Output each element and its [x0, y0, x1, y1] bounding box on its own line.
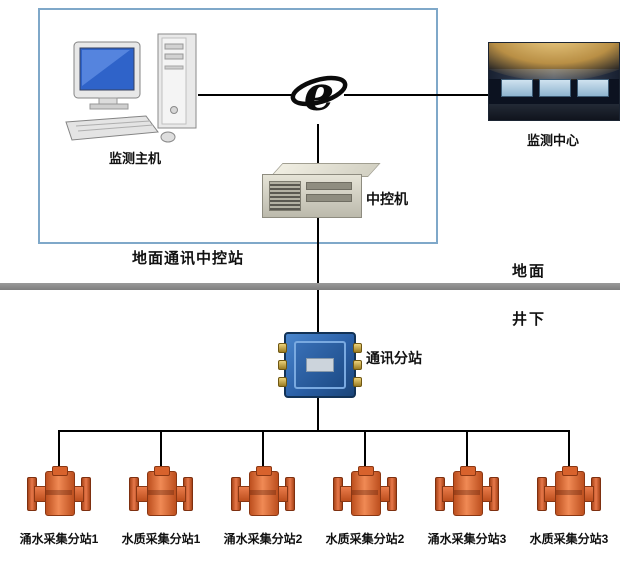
link-host-internet	[198, 94, 294, 96]
substation-label: 通讯分站	[366, 350, 422, 366]
monitor-screen	[539, 79, 571, 97]
link-internet-center	[344, 94, 490, 96]
device-label: 水质采集分站2	[325, 532, 405, 546]
device-column: 水质采集分站3	[518, 466, 620, 547]
monitoring-center-label: 监测中心	[526, 133, 579, 148]
device-column: 涌水采集分站2	[212, 466, 314, 547]
cable-gland	[278, 343, 287, 353]
server-drive-bay	[306, 182, 352, 190]
monitoring-host-label: 监测主机	[108, 151, 161, 166]
ground-station-caption: 地面通讯中控站	[131, 250, 244, 267]
server-drive-bay	[306, 194, 352, 202]
bus-drop	[58, 430, 60, 466]
device-column: 涌水采集分站1	[8, 466, 110, 547]
device-label: 涌水采集分站1	[19, 532, 99, 546]
collector-device-icon	[333, 466, 397, 518]
bus-drop	[262, 430, 264, 466]
bus-drop	[466, 430, 468, 466]
surface-label: 地面	[512, 263, 547, 280]
screen-wall-band	[489, 69, 619, 79]
surface-divider	[0, 283, 620, 290]
bus-drop	[160, 430, 162, 466]
junction-box-icon	[278, 332, 362, 398]
bus-drop	[364, 430, 366, 466]
monitor-screen	[501, 79, 533, 97]
cable-gland	[353, 360, 362, 370]
cable-gland	[353, 343, 362, 353]
underground-label: 井下	[512, 311, 547, 328]
bus-line	[58, 430, 570, 432]
cable-gland	[353, 377, 362, 387]
device-column: 水质采集分站1	[110, 466, 212, 547]
collector-device-icon	[129, 466, 193, 518]
ie-globe-icon: e	[290, 64, 348, 126]
console-desk	[489, 104, 619, 120]
junction-nameplate	[306, 358, 334, 372]
rack-server-icon	[262, 163, 381, 218]
ground-station-frame	[38, 8, 438, 244]
svg-text:e: e	[304, 66, 335, 122]
bus-drop	[568, 430, 570, 466]
desktop-computer-icon	[62, 30, 202, 150]
device-label: 水质采集分站1	[121, 532, 201, 546]
collector-device-icon	[27, 466, 91, 518]
ceiling-light-glow	[489, 43, 619, 81]
collector-device-icon	[231, 466, 295, 518]
link-server-junction	[317, 216, 319, 334]
server-vent	[269, 181, 301, 211]
device-label: 水质采集分站3	[529, 532, 609, 546]
cable-gland	[278, 377, 287, 387]
device-column: 水质采集分站2	[314, 466, 416, 547]
link-junction-bus	[317, 394, 319, 430]
monitoring-center-image	[488, 42, 620, 121]
device-label: 涌水采集分站2	[223, 532, 303, 546]
collector-device-icon	[435, 466, 499, 518]
collector-device-icon	[537, 466, 601, 518]
control-machine-label: 中控机	[366, 191, 408, 207]
monitor-screen	[577, 79, 609, 97]
device-label: 涌水采集分站3	[427, 532, 507, 546]
link-internet-server	[317, 124, 319, 168]
cable-gland	[278, 360, 287, 370]
device-column: 涌水采集分站3	[416, 466, 518, 547]
